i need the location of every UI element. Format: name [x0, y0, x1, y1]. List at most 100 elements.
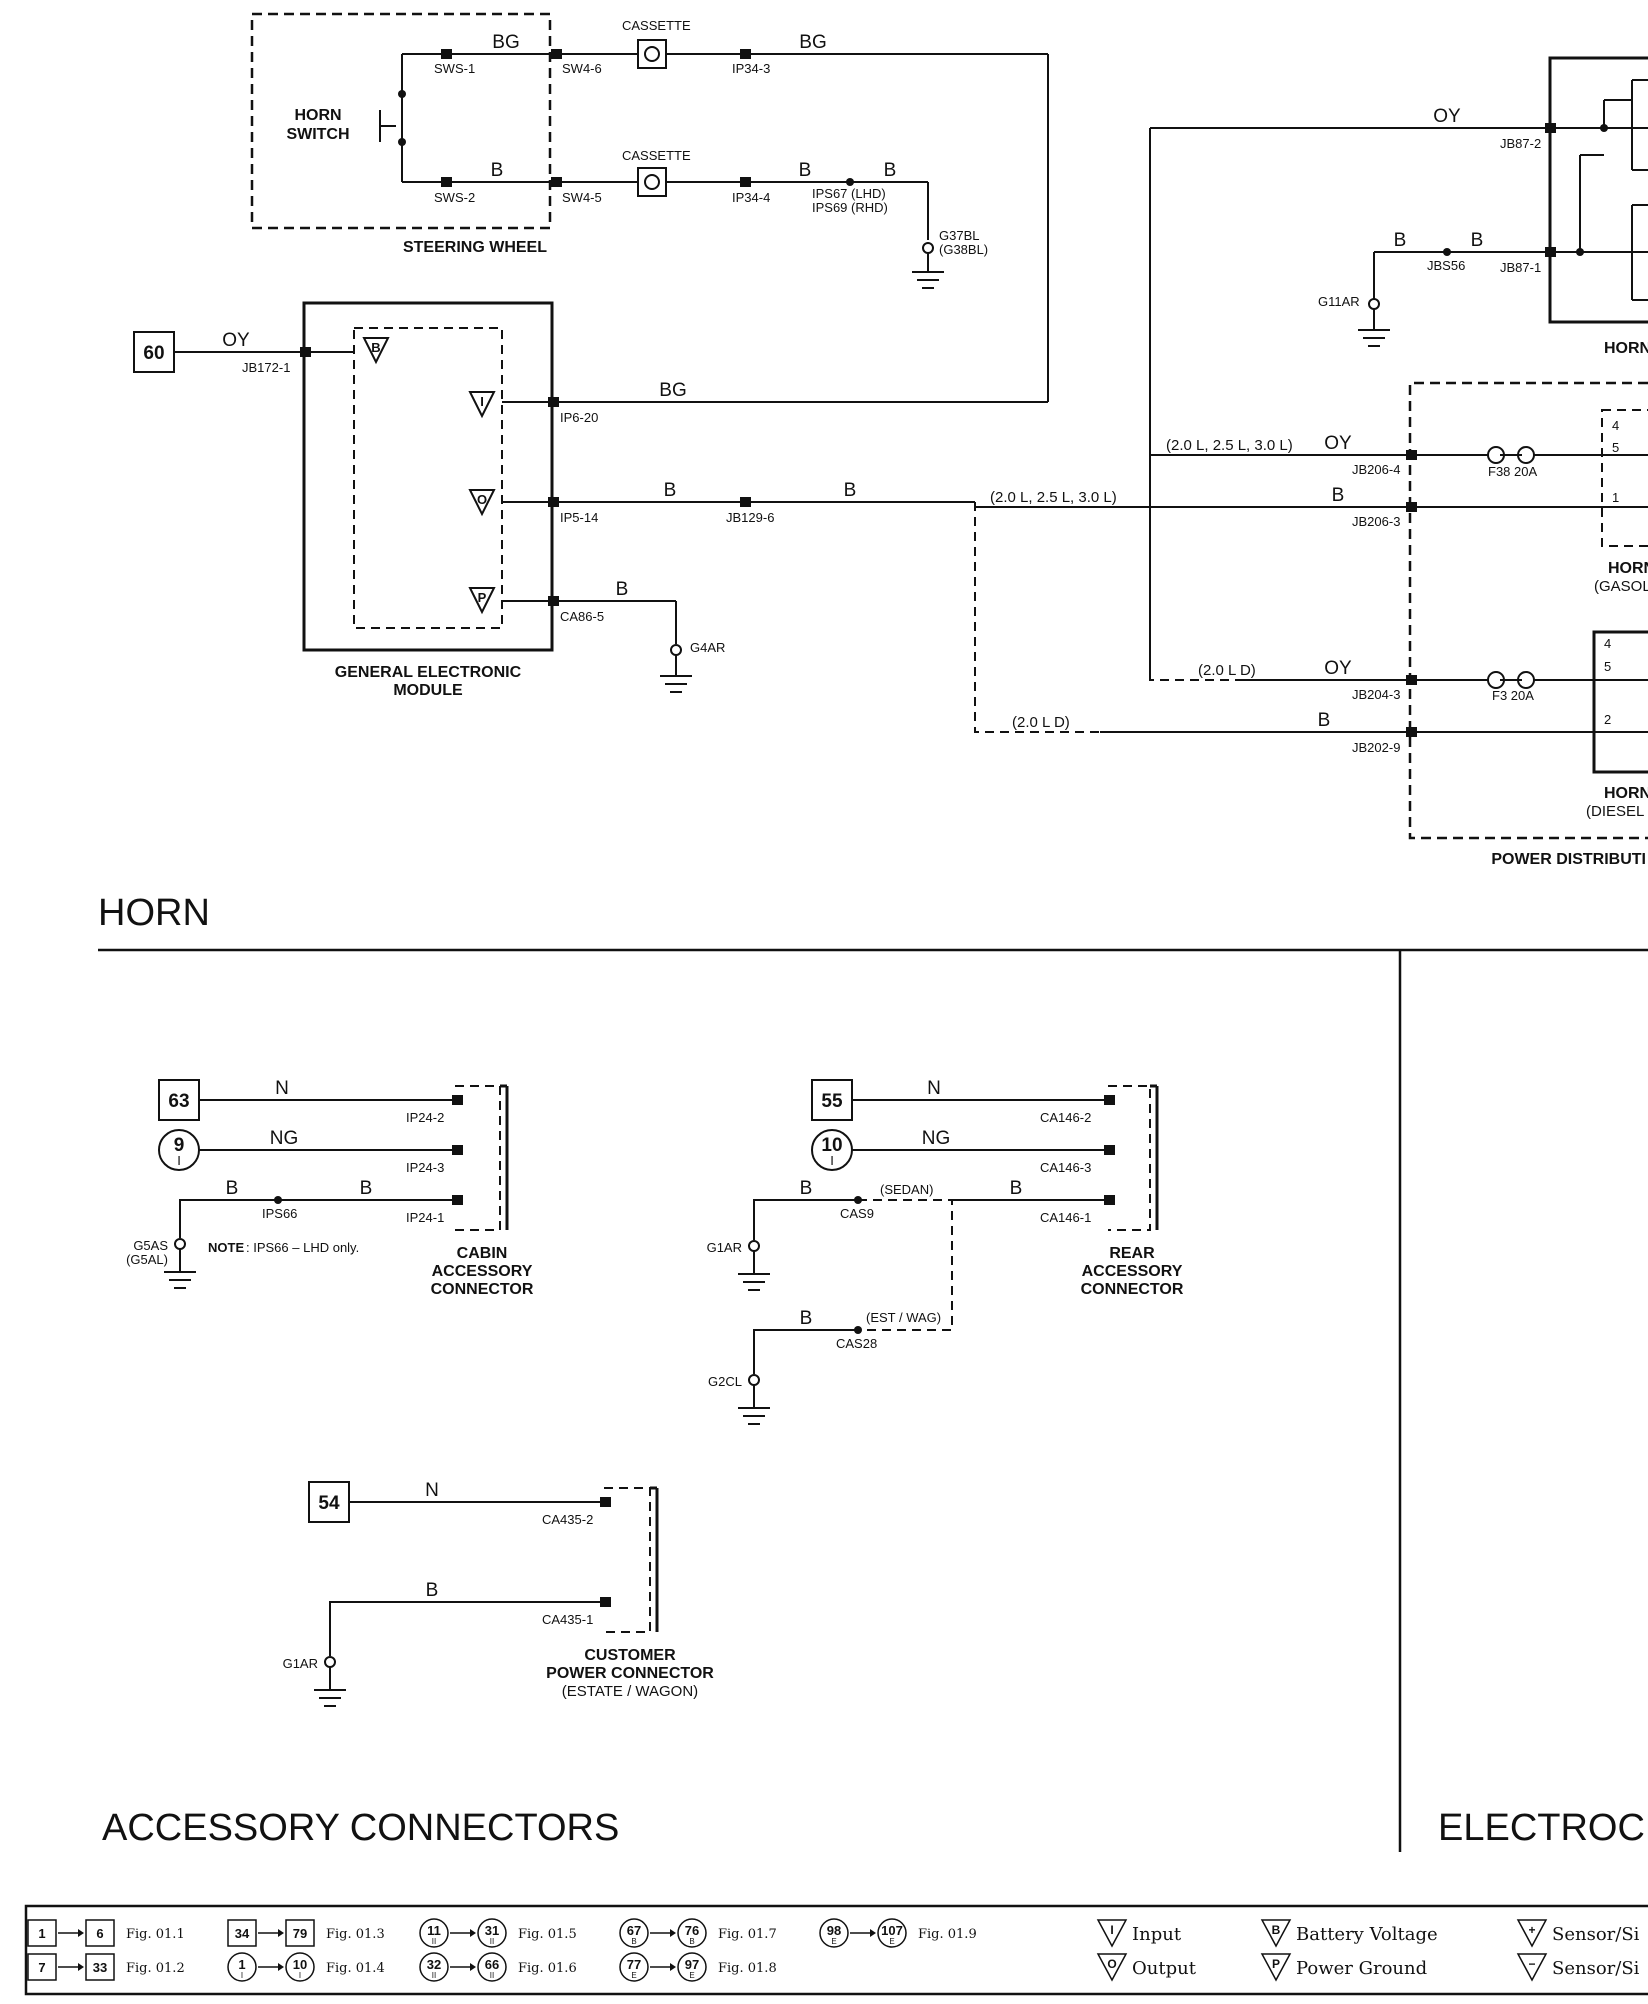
wire-color-b7: B — [1394, 230, 1407, 251]
pin-sws1: SWS-1 — [434, 61, 475, 76]
pin-jb2043: JB204-3 — [1352, 687, 1400, 702]
legend-ref-fig: Fig. 01.8 — [718, 1961, 777, 1976]
wire-color-bg1: BG — [492, 32, 519, 53]
connector-jb1721 — [300, 347, 311, 357]
svg-text:I: I — [830, 1153, 834, 1168]
connector-sw46 — [551, 49, 562, 59]
gem-inner-box — [353, 327, 503, 629]
legend-ref-sub: E — [631, 1971, 636, 1980]
electro-section-title: ELECTROCH — [1438, 1807, 1648, 1849]
legend-ref-fig: Fig. 01.3 — [326, 1927, 385, 1942]
svg-text:CA146-3: CA146-3 — [1040, 1160, 1091, 1175]
legend-ref-sub: II — [432, 1937, 436, 1946]
ref-box-55[interactable] — [811, 1079, 853, 1121]
pin-gas-1: 1 — [1612, 490, 1619, 505]
legend-symbol-glyph: − — [1528, 1957, 1535, 1971]
legend-ref-circle — [619, 1918, 649, 1948]
svg-text:NG: NG — [922, 1128, 951, 1149]
pin-gas-4: 4 — [1612, 418, 1619, 433]
pin-sw45: SW4-5 — [562, 190, 602, 205]
legend-ref-number: 33 — [93, 1960, 107, 1975]
svg-text:CA435-2: CA435-2 — [542, 1512, 593, 1527]
ground-g37bl — [912, 242, 944, 289]
gem-label-2: MODULE — [393, 682, 463, 699]
legend-ref-box — [285, 1919, 315, 1947]
legend-ref-sub: II — [432, 1971, 436, 1980]
ref-box-54[interactable] — [308, 1481, 350, 1523]
legend-symbol-label: Sensor/Si — [1552, 1924, 1640, 1945]
svg-text:ACCESSORY: ACCESSORY — [432, 1263, 533, 1280]
label-fuse-f3: F3 20A — [1492, 688, 1534, 703]
connector-jb2043 — [1406, 675, 1417, 685]
wire-color-b6: B — [616, 579, 629, 600]
connector-sws2 — [441, 177, 452, 187]
svg-text:G1AR: G1AR — [283, 1656, 318, 1671]
pin-jbs56: JBS56 — [1427, 258, 1465, 273]
horn-relay-label: HORN — [1604, 340, 1648, 357]
legend-ref-number: 10 — [293, 1957, 307, 1972]
pin-dsl-2: 2 — [1604, 712, 1611, 727]
svg-text:REAR: REAR — [1109, 1245, 1155, 1262]
svg-text:CUSTOMER: CUSTOMER — [584, 1647, 676, 1664]
legend-ref-sub: E — [689, 1971, 694, 1980]
legend-ref-box — [27, 1953, 57, 1981]
legend-ref-number: 6 — [96, 1926, 103, 1941]
horn-switch-label-2: SWITCH — [286, 126, 349, 143]
horn-gasoline-label-2: (GASOLIN — [1594, 578, 1648, 595]
svg-text:I: I — [177, 1153, 181, 1168]
ground-g11ar — [1358, 298, 1390, 347]
legend-ref-circle — [227, 1952, 257, 1982]
legend-ref-circle — [677, 1918, 707, 1948]
svg-text:N: N — [425, 1480, 439, 1501]
svg-text:B: B — [800, 1178, 813, 1199]
legend-ref-number: 7 — [38, 1960, 45, 1975]
horn-switch — [379, 53, 445, 183]
legend-ref-fig: Fig. 01.6 — [518, 1961, 577, 1976]
svg-text:(SEDAN): (SEDAN) — [880, 1182, 933, 1197]
wire-color-oy1: OY — [222, 330, 250, 351]
wire-color-b10: B — [1318, 710, 1331, 731]
legend-ref-fig: Fig. 01.2 — [126, 1961, 185, 1976]
legend-ref-2[interactable]: 7 33 Fig. 01.2 — [27, 1953, 185, 1981]
svg-text:G2CL: G2CL — [708, 1374, 742, 1389]
horn-switch-label-1: HORN — [294, 107, 341, 124]
legend-symbol-sensor-si: −Sensor/Si — [1516, 1953, 1640, 1982]
connector-jb2064 — [1406, 450, 1417, 460]
wire-color-b8: B — [1471, 230, 1484, 251]
gem-symbol-ground: P — [468, 587, 496, 615]
svg-text:G5AS: G5AS — [133, 1238, 168, 1253]
ref-box-63[interactable] — [158, 1079, 200, 1121]
wire-color-oy2: OY — [1433, 106, 1461, 127]
steering-wheel-box — [250, 12, 552, 230]
splice-cas9 — [854, 1196, 862, 1204]
legend-symbol-glyph: I — [1110, 1923, 1113, 1937]
power-distribution-box — [1408, 381, 1648, 840]
steering-wheel-label: STEERING WHEEL — [403, 239, 547, 256]
legend-symbol-glyph: P — [1272, 1957, 1280, 1971]
pin-ip344: IP34-4 — [732, 190, 770, 205]
accessory-section-title: ACCESSORY CONNECTORS — [102, 1807, 619, 1849]
fuse-f38 — [1487, 446, 1535, 464]
connector-ip343 — [740, 49, 751, 59]
splice-jbs56 — [1443, 248, 1451, 256]
fuse-f3 — [1487, 671, 1535, 689]
ref-box-60[interactable] — [133, 331, 175, 373]
legend-ref-circle — [877, 1918, 907, 1948]
cassette-label-1: CASSETTE — [622, 18, 691, 33]
connector-jb1296 — [740, 497, 751, 507]
legend-ref-fig: Fig. 01.7 — [718, 1927, 777, 1942]
legend-ref-number: 11 — [427, 1923, 441, 1938]
variant-label-c: (2.0 L D) — [1198, 662, 1256, 679]
